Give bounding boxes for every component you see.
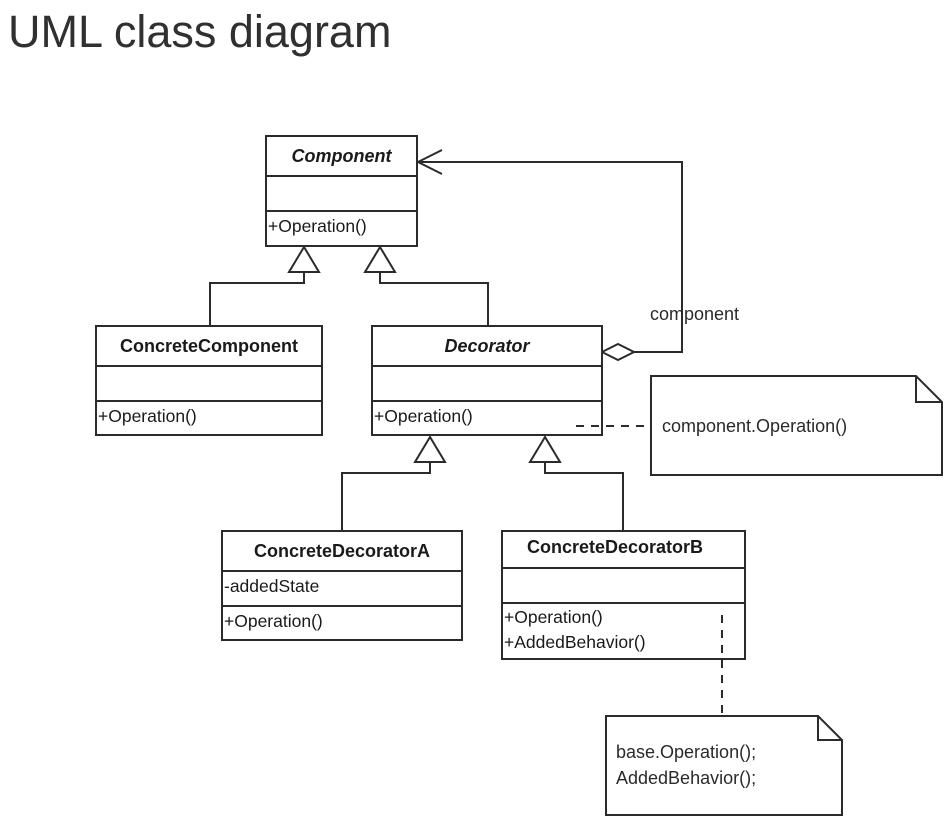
class-decorator: Decorator +Operation()	[371, 325, 603, 436]
method-operation: +Operation()	[224, 611, 323, 631]
class-concretedecoratora: ConcreteDecoratorA -addedState +Operatio…	[221, 530, 463, 641]
class-name-concretecomponent: ConcreteComponent	[120, 336, 298, 356]
aggregation-line-component	[418, 161, 683, 353]
generalization-arrow-decorator	[363, 245, 397, 273]
aggregation-role-label: component	[650, 304, 739, 324]
attribute-addedstate: -addedState	[224, 576, 319, 596]
generalization-arrow-concretecomponent	[287, 245, 321, 273]
generalization-arrow-concretedecoratora	[413, 435, 447, 463]
generalization-line-concretedecoratora	[341, 462, 431, 530]
class-component: Component +Operation()	[265, 135, 418, 247]
class-name-concretedecoratora: ConcreteDecoratorA	[254, 541, 430, 561]
generalization-arrow-concretedecoratorb	[528, 435, 562, 463]
note-concretedecoratorb-behavior: base.Operation(); AddedBehavior();	[605, 715, 843, 816]
note-text-line: component.Operation()	[662, 416, 847, 436]
class-concretedecoratorb: ConcreteDecoratorB +Operation() +AddedBe…	[501, 530, 746, 660]
method-operation: +Operation()	[504, 607, 603, 627]
method-operation: +Operation()	[268, 216, 367, 236]
class-name-concretedecoratorb: ConcreteDecoratorB	[527, 537, 703, 557]
aggregation-diamond	[599, 342, 637, 362]
method-addedbehavior: +AddedBehavior()	[504, 632, 646, 652]
note-text-line: AddedBehavior();	[616, 768, 756, 788]
class-name-component: Component	[292, 146, 393, 166]
method-operation: +Operation()	[98, 406, 197, 426]
method-operation: +Operation()	[374, 406, 473, 426]
note-decorator-operation: component.Operation()	[650, 375, 943, 476]
generalization-line-decorator	[379, 272, 489, 325]
page-title: UML class diagram	[8, 6, 392, 57]
generalization-line-concretecomponent	[209, 272, 305, 325]
class-name-decorator: Decorator	[444, 336, 530, 356]
generalization-line-concretedecoratorb	[544, 462, 624, 530]
class-concretecomponent: ConcreteComponent +Operation()	[95, 325, 323, 436]
note-text-line: base.Operation();	[616, 742, 756, 762]
